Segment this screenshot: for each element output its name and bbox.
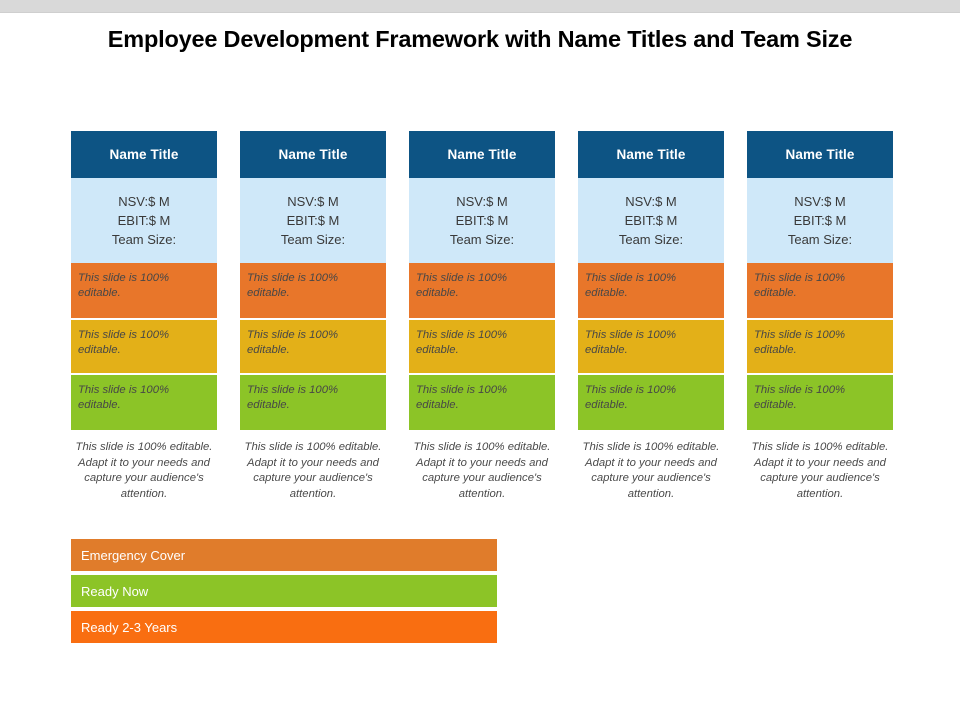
column-caption-3: This slide is 100% editable. Adapt it to… <box>413 441 551 500</box>
column-caption-2: This slide is 100% editable. Adapt it to… <box>244 441 382 500</box>
column-caption-1: This slide is 100% editable. Adapt it to… <box>75 441 213 500</box>
stat-nsv-5: NSV:$ M <box>794 194 846 209</box>
stat-team-size-4: Team Size: <box>618 232 684 247</box>
column-stats-4: NSV:$ M EBIT:$ M Team Size: <box>578 178 724 263</box>
band-ready-now-5[interactable]: This slide is 100% editable. <box>747 320 893 375</box>
stat-nsv-3: NSV:$ M <box>456 194 508 209</box>
column-card-3[interactable]: Name Title NSV:$ M EBIT:$ M Team Size: T… <box>409 131 555 502</box>
stat-team-size-3: Team Size: <box>449 232 515 247</box>
stat-team-size-5: Team Size: <box>787 232 853 247</box>
stat-team-size-1: Team Size: <box>111 232 177 247</box>
legend-item-emergency-cover[interactable]: Emergency Cover <box>71 539 497 571</box>
column-card-5[interactable]: Name Title NSV:$ M EBIT:$ M Team Size: T… <box>747 131 893 502</box>
band-emergency-cover-3[interactable]: This slide is 100% editable. <box>409 263 555 320</box>
band-ready-2-3-years-5[interactable]: This slide is 100% editable. <box>747 375 893 430</box>
band-emergency-cover-4[interactable]: This slide is 100% editable. <box>578 263 724 320</box>
band-ready-2-3-years-3[interactable]: This slide is 100% editable. <box>409 375 555 430</box>
top-border-strip <box>0 0 960 13</box>
stat-ebit-4: EBIT:$ M <box>624 213 678 228</box>
stat-ebit-3: EBIT:$ M <box>455 213 509 228</box>
column-stats-5: NSV:$ M EBIT:$ M Team Size: <box>747 178 893 263</box>
column-card-2[interactable]: Name Title NSV:$ M EBIT:$ M Team Size: T… <box>240 131 386 502</box>
column-header-1: Name Title <box>71 131 217 178</box>
stat-ebit-2: EBIT:$ M <box>286 213 340 228</box>
column-card-4[interactable]: Name Title NSV:$ M EBIT:$ M Team Size: T… <box>578 131 724 502</box>
stat-nsv-1: NSV:$ M <box>118 194 170 209</box>
band-ready-2-3-years-2[interactable]: This slide is 100% editable. <box>240 375 386 430</box>
band-ready-now-1[interactable]: This slide is 100% editable. <box>71 320 217 375</box>
band-ready-now-4[interactable]: This slide is 100% editable. <box>578 320 724 375</box>
column-header-3: Name Title <box>409 131 555 178</box>
legend-item-ready-now[interactable]: Ready Now <box>71 575 497 607</box>
stat-ebit-1: EBIT:$ M <box>117 213 171 228</box>
legend-container: Emergency Cover Ready Now Ready 2-3 Year… <box>71 539 497 643</box>
legend-item-ready-2-3-years[interactable]: Ready 2-3 Years <box>71 611 497 643</box>
column-header-5: Name Title <box>747 131 893 178</box>
band-emergency-cover-2[interactable]: This slide is 100% editable. <box>240 263 386 320</box>
band-emergency-cover-5[interactable]: This slide is 100% editable. <box>747 263 893 320</box>
column-header-2: Name Title <box>240 131 386 178</box>
stat-ebit-5: EBIT:$ M <box>793 213 847 228</box>
column-stats-2: NSV:$ M EBIT:$ M Team Size: <box>240 178 386 263</box>
band-ready-2-3-years-1[interactable]: This slide is 100% editable. <box>71 375 217 430</box>
column-header-4: Name Title <box>578 131 724 178</box>
band-ready-2-3-years-4[interactable]: This slide is 100% editable. <box>578 375 724 430</box>
stat-team-size-2: Team Size: <box>280 232 346 247</box>
band-emergency-cover-1[interactable]: This slide is 100% editable. <box>71 263 217 320</box>
stat-nsv-2: NSV:$ M <box>287 194 339 209</box>
columns-container: Name Title NSV:$ M EBIT:$ M Team Size: T… <box>71 131 893 502</box>
column-caption-5: This slide is 100% editable. Adapt it to… <box>751 441 889 500</box>
band-ready-now-3[interactable]: This slide is 100% editable. <box>409 320 555 375</box>
column-stats-1: NSV:$ M EBIT:$ M Team Size: <box>71 178 217 263</box>
column-stats-3: NSV:$ M EBIT:$ M Team Size: <box>409 178 555 263</box>
page-title: Employee Development Framework with Name… <box>107 26 853 52</box>
column-card-1[interactable]: Name Title NSV:$ M EBIT:$ M Team Size: T… <box>71 131 217 502</box>
stat-nsv-4: NSV:$ M <box>625 194 677 209</box>
band-ready-now-2[interactable]: This slide is 100% editable. <box>240 320 386 375</box>
column-caption-4: This slide is 100% editable. Adapt it to… <box>582 441 720 500</box>
